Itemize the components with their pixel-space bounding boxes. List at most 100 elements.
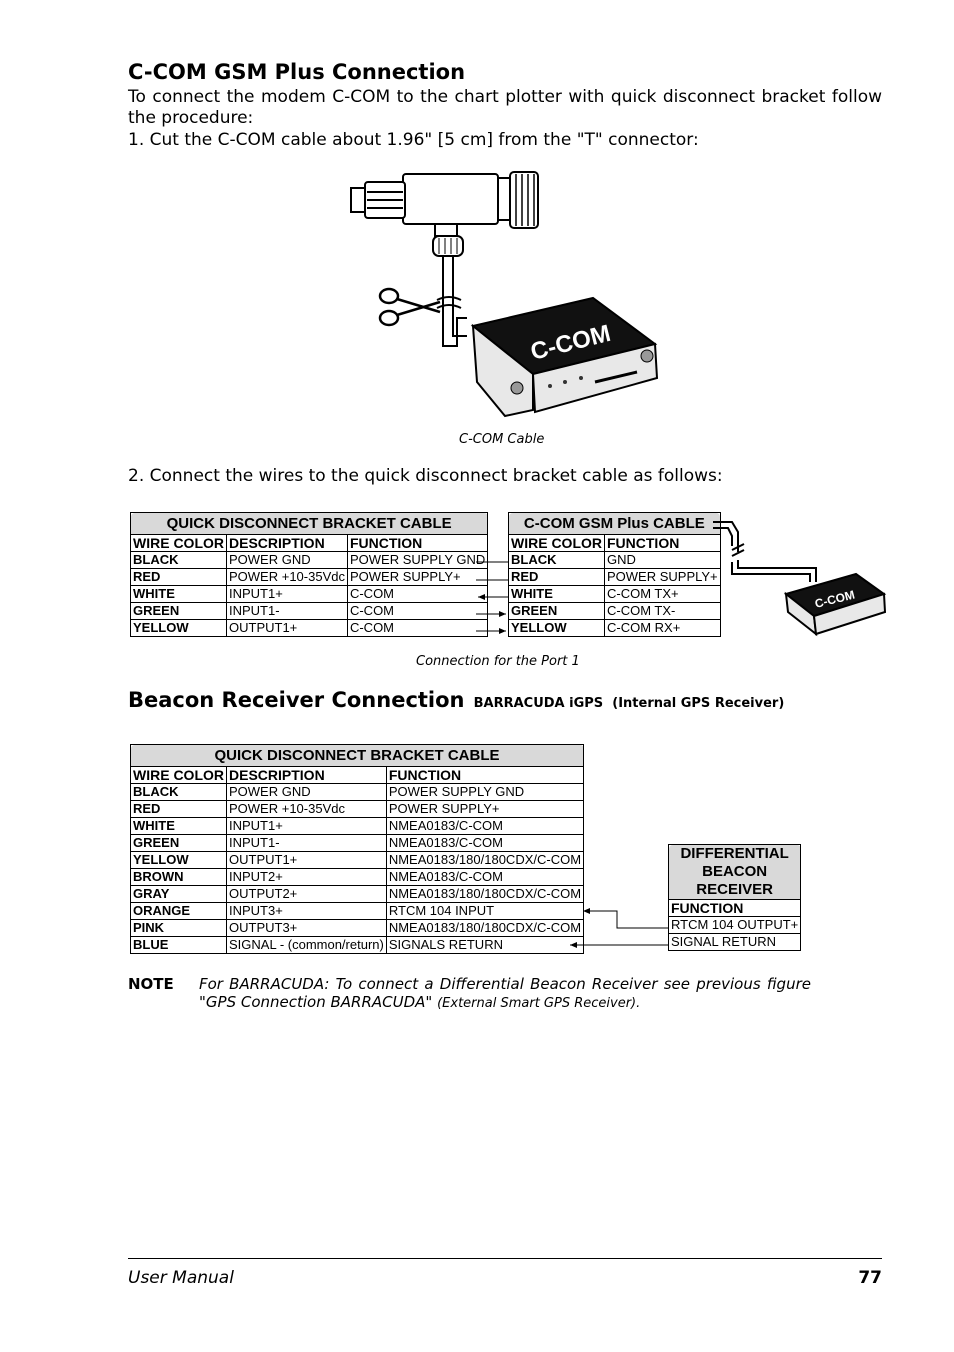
cell: POWER SUPPLY GND [385, 783, 585, 801]
section-title-beacon: Beacon Receiver Connection [128, 688, 465, 712]
step-2: 2. Connect the wires to the quick discon… [128, 466, 723, 486]
cell: C-COM [346, 619, 489, 637]
footer-rule [128, 1258, 882, 1259]
cell: WHITE [130, 817, 227, 835]
beacon-heading: Beacon Receiver Connection BARRACUDA iGP… [128, 688, 784, 712]
cell: C-COM [346, 585, 489, 603]
note-main-text: For BARRACUDA: To connect a Differential… [199, 975, 811, 1011]
cell: ORANGE [130, 902, 227, 920]
cell: SIGNALS RETURN [385, 936, 585, 954]
figure-caption-ccom-cable: C-COM Cable [459, 432, 545, 447]
cell: YELLOW [130, 851, 227, 869]
cell: RED [130, 800, 227, 818]
table-row: RTCM 104 OUTPUT+ [667, 916, 802, 934]
cell: BLUE [130, 936, 227, 954]
cell: RTCM 104 OUTPUT+ [667, 916, 802, 934]
header-description: DESCRIPTION [226, 766, 387, 784]
cell: PINK [130, 919, 227, 937]
cell: NMEA0183/180/180CDX/C-COM [385, 919, 585, 937]
cell: POWER SUPPLY+ [385, 800, 585, 818]
cell: C-COM RX+ [604, 619, 721, 637]
cell: POWER +10-35Vdc [226, 568, 348, 586]
port1-caption: Connection for the Port 1 [416, 654, 580, 669]
footer-title: User Manual [128, 1268, 234, 1288]
cell: NMEA0183/C-COM [385, 834, 585, 852]
header-wire-color: WIRE COLOR [508, 534, 605, 552]
cell: INPUT3+ [226, 902, 387, 920]
header-description: DESCRIPTION [226, 534, 348, 552]
cell: POWER +10-35Vdc [226, 800, 387, 818]
port1-wiring-arrows: C-COM [476, 521, 887, 637]
cell: POWER GND [226, 783, 387, 801]
cell: SIGNAL RETURN [667, 933, 802, 951]
header-function: FUNCTION [604, 534, 721, 552]
header-function: FUNCTION [667, 899, 802, 917]
cell: BLACK [130, 551, 227, 569]
table-title: QUICK DISCONNECT BRACKET CABLE [129, 744, 585, 767]
cell: OUTPUT2+ [226, 885, 387, 903]
cell: NMEA0183/C-COM [385, 868, 585, 886]
note-text: For BARRACUDA: To connect a Differential… [199, 975, 811, 1013]
cell: WHITE [130, 585, 227, 603]
cell: GREEN [130, 834, 227, 852]
cell: GREEN [130, 602, 227, 620]
beacon-receiver-table: DIFFERENTIAL BEACON RECEIVER FUNCTION RT… [667, 844, 802, 951]
section-title-ccom: C-COM GSM Plus Connection [128, 60, 466, 84]
header-wire-color: WIRE COLOR [130, 534, 227, 552]
subtitle-internal-gps: (Internal GPS Receiver) [612, 696, 785, 711]
cell: POWER SUPPLY+ [604, 568, 721, 586]
cell: NMEA0183/180/180CDX/C-COM [385, 851, 585, 869]
cell: POWER GND [226, 551, 348, 569]
note-small-text: (External Smart GPS Receiver). [437, 996, 641, 1011]
cell: INPUT1+ [226, 585, 348, 603]
cell: POWER SUPPLY GND [346, 551, 489, 569]
cell: OUTPUT1+ [226, 851, 387, 869]
header-function: FUNCTION [346, 534, 489, 552]
cell: INPUT2+ [226, 868, 387, 886]
page-number: 77 [858, 1268, 882, 1288]
cell: INPUT1- [226, 602, 348, 620]
cell: OUTPUT3+ [226, 919, 387, 937]
beacon-bracket-table: QUICK DISCONNECT BRACKET CABLE WIRE COLO… [129, 744, 585, 954]
cell: RED [130, 568, 227, 586]
table-title: DIFFERENTIAL BEACON RECEIVER [667, 844, 802, 900]
cell: NMEA0183/C-COM [385, 817, 585, 835]
cell: YELLOW [130, 619, 227, 637]
beacon-wiring-arrows [570, 908, 668, 948]
ccom-cable-figure: C-COM [350, 171, 659, 418]
subtitle-barracuda: BARRACUDA iGPS [473, 696, 604, 711]
port1-bracket-table: QUICK DISCONNECT BRACKET CABLE WIRE COLO… [129, 512, 489, 637]
cell: BROWN [130, 868, 227, 886]
intro-paragraph: To connect the modem C-COM to the chart … [128, 87, 882, 128]
cell: NMEA0183/180/180CDX/C-COM [385, 885, 585, 903]
cell: GRAY [130, 885, 227, 903]
cell: POWER SUPPLY+ [346, 568, 489, 586]
cell: C-COM [346, 602, 489, 620]
note-label: NOTE [128, 975, 174, 993]
cell: OUTPUT1+ [226, 619, 348, 637]
cell: YELLOW [508, 619, 605, 637]
cell: SIGNAL - (common/return) [226, 936, 387, 954]
cell: RTCM 104 INPUT [385, 902, 585, 920]
cell: BLACK [130, 783, 227, 801]
cell: INPUT1- [226, 834, 387, 852]
table-title: QUICK DISCONNECT BRACKET CABLE [129, 512, 489, 535]
